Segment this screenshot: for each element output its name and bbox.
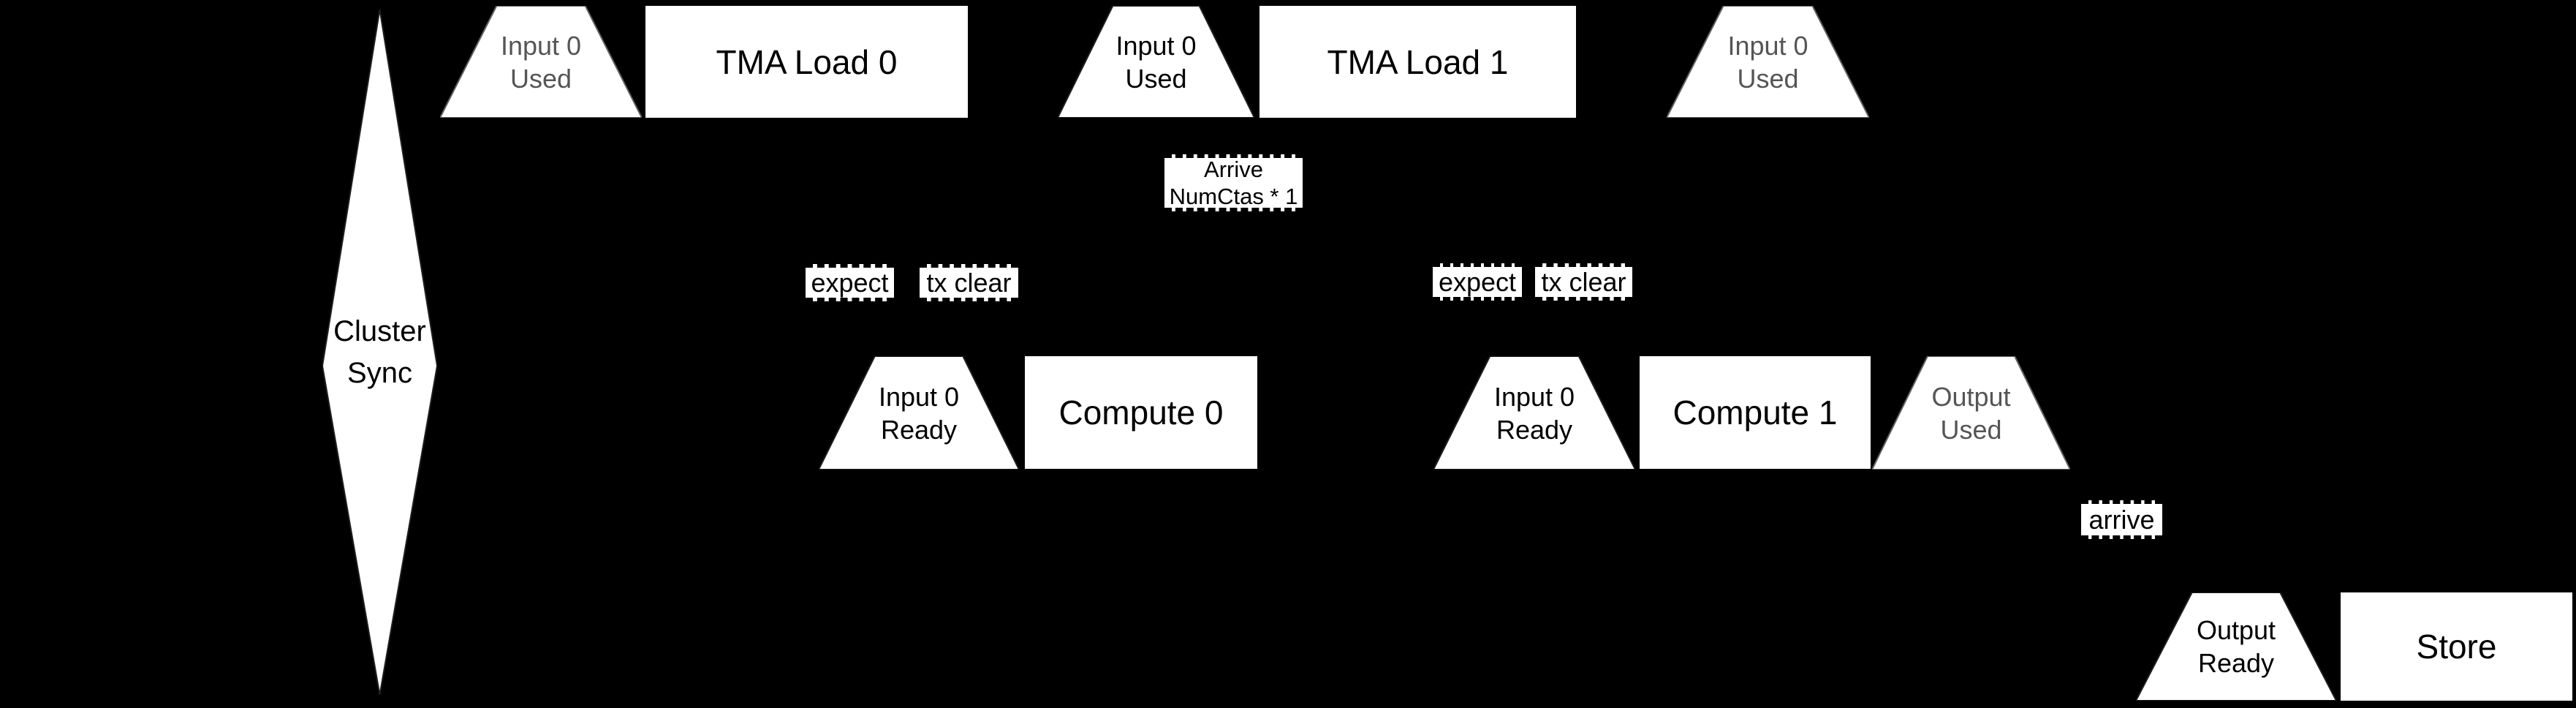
compute-0-label: Compute 0 [1058,393,1224,432]
input0-ready-line2: Ready [1496,414,1573,445]
input0-used-line1: Input 0 [1727,30,1808,61]
trapezoid-shape [1058,6,1254,118]
output-ready-node: Output Ready [2136,592,2336,701]
output-used-line2: Used [1940,414,2002,445]
input0-ready-label: Input 0 Ready [879,380,959,446]
tx-clear-box-2: tx clear [1535,263,1632,301]
trapezoid-shape [1667,6,1869,118]
output-ready-label: Output Ready [2197,614,2276,679]
input0-used-line2: Used [509,63,572,94]
cluster-sync-line2: Sync [347,356,412,389]
arrive-numctas-line2: NumCtas * 1 [1169,184,1298,209]
arrive-numctas-box: Arrive NumCtas * 1 [1164,154,1303,211]
tx-clear-label: tx clear [926,267,1012,298]
input0-used-node-1: Input 0 Used [440,6,642,118]
trapezoid-shape [1872,356,2070,470]
arrive-box: arrive [2081,500,2162,539]
compute-1-node: Compute 1 [1640,356,1871,469]
input0-ready-node-2: Input 0 Ready [1433,356,1635,470]
tma-load-1-node: TMA Load 1 [1259,6,1576,118]
input0-used-line2: Used [1737,63,1799,94]
output-ready-line1: Output [2196,615,2276,645]
tx-clear-box-1: tx clear [920,264,1018,301]
trapezoid-shape [440,6,642,118]
expect-label: expect [811,267,889,298]
tma-load-1-label: TMA Load 1 [1327,42,1509,81]
input0-used-line1: Input 0 [500,30,582,61]
tx-clear-label: tx clear [1541,266,1626,297]
input0-used-label: Input 0 Used [1115,29,1196,95]
input0-used-line1: Input 0 [1115,30,1197,61]
compute-1-label: Compute 1 [1672,393,1838,432]
cluster-sync-label: Cluster Sync [333,311,426,394]
trapezoid-shape [819,356,1019,470]
input0-used-label: Input 0 Used [1727,29,1808,95]
input0-ready-node-1: Input 0 Ready [819,356,1019,470]
expect-label: expect [1438,266,1517,297]
store-label: Store [2416,628,2497,666]
tma-load-0-node: TMA Load 0 [645,6,968,118]
trapezoid-shape [1433,356,1635,470]
input0-ready-line1: Input 0 [1493,381,1575,412]
cluster-sync-line1: Cluster [333,315,426,347]
output-used-node: Output Used [1872,356,2070,470]
input0-used-node-2: Input 0 Used [1058,6,1254,118]
arrive-label: arrive [2088,504,2155,535]
input0-ready-line1: Input 0 [878,381,960,412]
expect-box-1: expect [806,264,894,301]
input0-used-line2: Used [1125,63,1187,94]
input0-ready-line2: Ready [880,414,958,445]
input0-used-label: Input 0 Used [501,29,581,95]
trapezoid-shape [2136,592,2336,701]
output-used-line1: Output [1931,381,2011,412]
expect-box-2: expect [1433,263,1522,301]
arrive-numctas-line1: Arrive [1204,157,1263,182]
store-node: Store [2341,592,2572,701]
input0-used-node-3: Input 0 Used [1667,6,1869,118]
cluster-sync-node: Cluster Sync [322,10,437,695]
output-used-label: Output Used [1931,380,2010,446]
tma-load-0-label: TMA Load 0 [716,42,898,81]
arrive-numctas-label: Arrive NumCtas * 1 [1170,156,1298,210]
compute-0-node: Compute 0 [1025,356,1257,469]
input0-ready-label: Input 0 Ready [1494,380,1575,446]
output-ready-line2: Ready [2197,648,2275,678]
